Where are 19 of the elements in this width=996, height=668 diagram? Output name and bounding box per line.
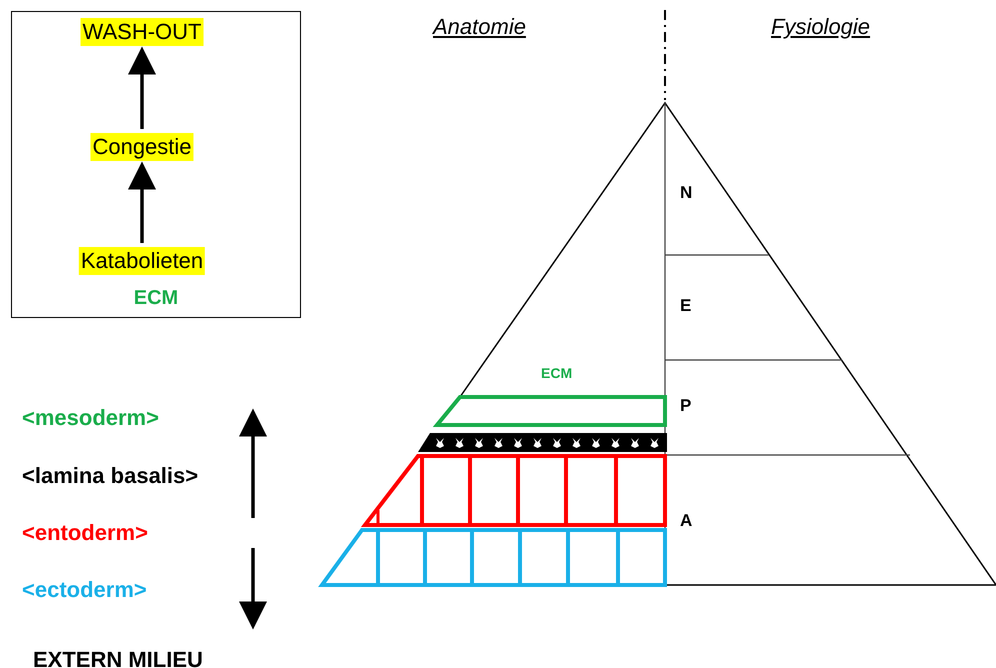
text-label: Anatomie: [433, 13, 526, 41]
frame-box: [11, 11, 301, 318]
text-label: <lamina basalis>: [22, 462, 198, 490]
text-label: <ectoderm>: [22, 576, 147, 604]
text-label: N: [680, 182, 692, 204]
text-label: Fysiologie: [771, 13, 870, 41]
highlighted-text: Congestie: [90, 133, 194, 161]
arrow: [128, 46, 156, 129]
text-label: ECM: [541, 364, 572, 383]
arrow: [128, 162, 156, 243]
caption-text: ECM: [132, 286, 180, 311]
text-label: <entoderm>: [22, 519, 148, 547]
highlighted-text: WASH-OUT: [80, 18, 204, 46]
text-label: A: [680, 510, 692, 532]
text-label: E: [680, 295, 692, 317]
text-label: EXTERN MILIEU: [33, 646, 203, 668]
text-label: <mesoderm>: [22, 404, 159, 432]
text-label: P: [680, 395, 692, 417]
highlighted-text: Katabolieten: [78, 247, 206, 275]
